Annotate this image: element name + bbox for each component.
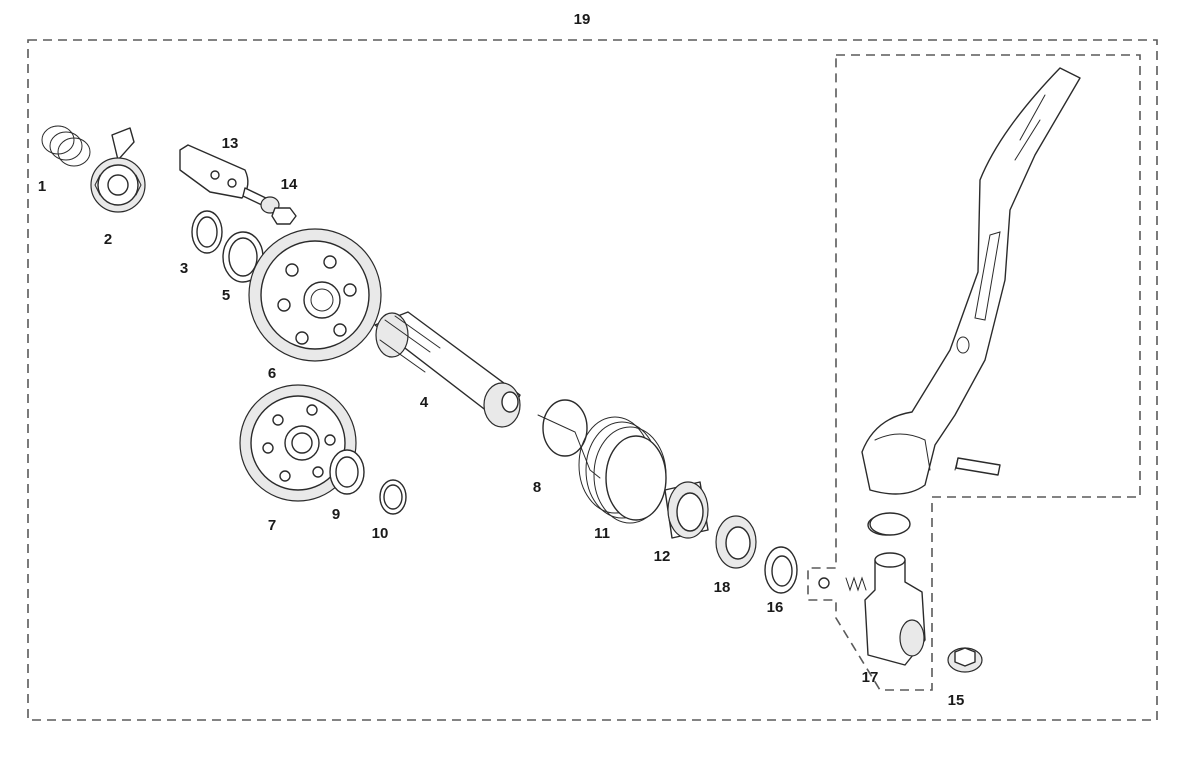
part-1-spring bbox=[41, 125, 91, 167]
part-17-kick-hub bbox=[864, 514, 926, 666]
part-11-kick-spring bbox=[578, 416, 667, 524]
part-6-large-gear bbox=[248, 228, 382, 362]
label-part-9: 9 bbox=[332, 506, 340, 523]
part-16-seal bbox=[764, 546, 798, 594]
label-part-11: 11 bbox=[594, 525, 610, 542]
part-4-kick-shaft bbox=[374, 311, 521, 428]
label-part-19: 19 bbox=[574, 11, 591, 28]
label-part-6: 6 bbox=[268, 365, 276, 382]
label-part-1: 1 bbox=[38, 178, 46, 195]
label-part-7: 7 bbox=[268, 517, 276, 534]
part-15-flange-bolt bbox=[947, 647, 983, 673]
label-part-14: 14 bbox=[281, 176, 298, 193]
label-part-12: 12 bbox=[654, 548, 671, 565]
part-10-circlip bbox=[379, 479, 407, 515]
label-part-18: 18 bbox=[714, 579, 731, 596]
part-5-washer bbox=[222, 231, 264, 283]
part-18-bearing bbox=[715, 515, 757, 569]
part-3-circlip bbox=[191, 210, 223, 254]
o-ring bbox=[869, 512, 911, 536]
assembly-19-outline bbox=[27, 39, 1158, 721]
label-part-10: 10 bbox=[372, 525, 389, 542]
part-9-washer bbox=[329, 449, 365, 495]
label-part-16: 16 bbox=[767, 599, 784, 616]
label-part-5: 5 bbox=[222, 287, 230, 304]
label-part-15: 15 bbox=[948, 692, 965, 709]
detent-ball-spring bbox=[818, 576, 867, 592]
kick-lever bbox=[861, 67, 1081, 495]
part-2-ratchet-gear bbox=[90, 127, 146, 213]
label-part-17: 17 bbox=[862, 669, 879, 686]
part-8-spring-washer bbox=[537, 399, 601, 479]
label-part-3: 3 bbox=[180, 260, 188, 277]
label-part-8: 8 bbox=[533, 479, 541, 496]
part-12-spacer bbox=[664, 481, 709, 539]
label-part-2: 2 bbox=[104, 231, 112, 248]
part-7-second-gear bbox=[239, 384, 357, 502]
part-14-bolt bbox=[242, 187, 297, 225]
kick-lever-subassembly-outline bbox=[807, 54, 1141, 691]
label-part-13: 13 bbox=[222, 135, 239, 152]
label-part-4: 4 bbox=[420, 394, 429, 411]
part-13-stop-plate bbox=[179, 144, 249, 199]
